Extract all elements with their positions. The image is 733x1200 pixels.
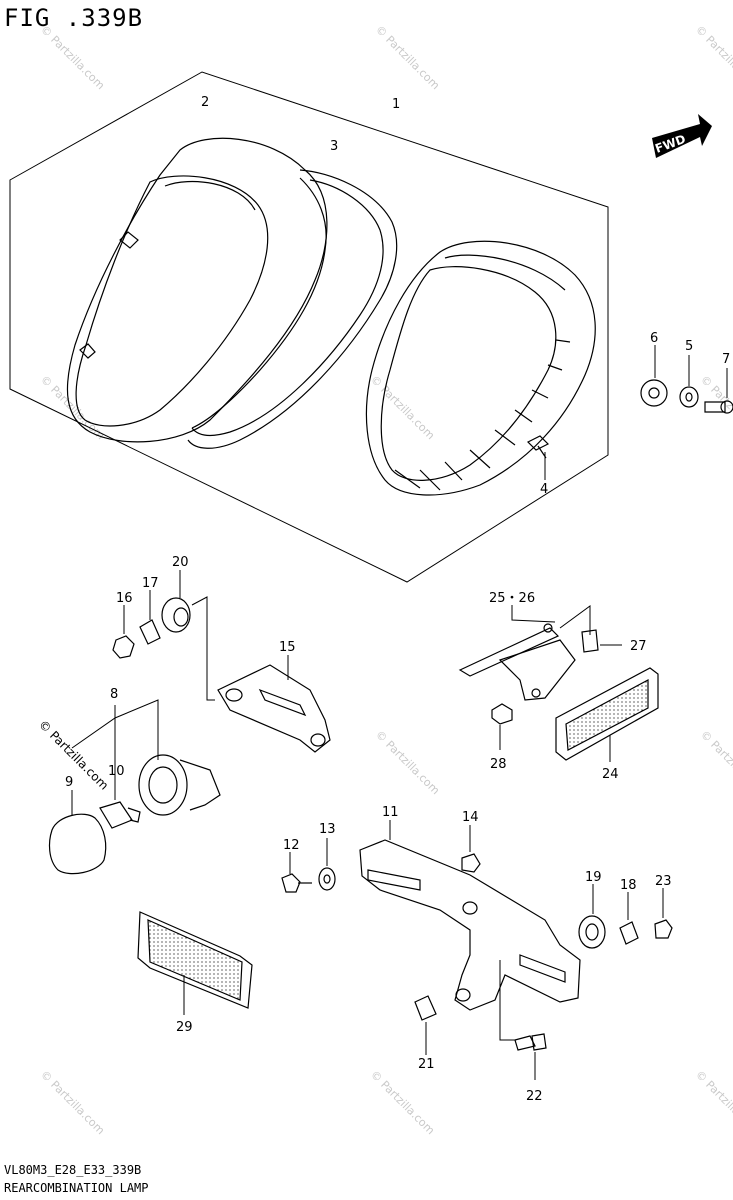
- callout-23: 23: [655, 874, 672, 889]
- license-bracket-part: [359, 820, 581, 1011]
- fwd-arrow-icon: FWD: [652, 114, 712, 158]
- nut-part: [461, 825, 481, 873]
- watermark-text: © Partzilla.com: [693, 1068, 733, 1137]
- callout-7: 7: [722, 352, 730, 367]
- bolt-part: [499, 960, 547, 1080]
- watermark-text: © Partzilla.com: [368, 373, 437, 442]
- screw-part: [704, 368, 733, 414]
- figure-title: FIG .339B: [4, 4, 144, 32]
- watermark-text: © Partzilla.com: [373, 23, 442, 92]
- callout-3: 3: [330, 139, 338, 154]
- callout-12: 12: [283, 838, 300, 853]
- bracket-part: [217, 655, 331, 753]
- callout-28: 28: [490, 757, 507, 772]
- callout-24: 24: [602, 767, 619, 782]
- callout-17: 17: [142, 576, 159, 591]
- callout-labels: 1 2 3 4 5 6 7 8 9 10 11 12 13 14 15 16 1…: [65, 95, 730, 1104]
- callout-15: 15: [279, 640, 296, 655]
- reflector-bracket-part: [458, 605, 591, 701]
- watermark-text: © Partzilla.com: [38, 1068, 107, 1137]
- callout-6: 6: [650, 331, 658, 346]
- callout-27: 27: [630, 639, 647, 654]
- callout-14: 14: [462, 810, 479, 825]
- callout-5: 5: [685, 339, 693, 354]
- cushion-part: [161, 570, 191, 633]
- callout-16: 16: [116, 591, 133, 606]
- screw-part: [526, 435, 550, 480]
- figure-code: VL80M3_E28_E33_339B: [4, 1163, 142, 1177]
- figure-caption: REARCOMBINATION LAMP: [4, 1181, 149, 1195]
- watermark-text: © Partzilla.com: [698, 728, 733, 797]
- watermark-text: © Partzilla.com: [368, 1068, 437, 1137]
- callout-25-26: 25・26: [489, 591, 535, 606]
- callout-20: 20: [172, 555, 189, 570]
- callout-11: 11: [382, 805, 399, 820]
- washer-part: [318, 838, 336, 891]
- watermarks: © Partzilla.com © Partzilla.com © Partzi…: [36, 23, 733, 1137]
- nut-part: [491, 703, 513, 750]
- cushion-part: [578, 884, 606, 949]
- callout-2: 2: [201, 95, 209, 110]
- washer-part: [679, 355, 699, 408]
- gasket-part: [187, 169, 398, 449]
- callout-13: 13: [319, 822, 336, 837]
- screw-part: [581, 629, 622, 653]
- callout-9: 9: [65, 775, 73, 790]
- grommet-part: [640, 345, 668, 407]
- callout-21: 21: [418, 1057, 435, 1072]
- nut-part: [654, 888, 673, 939]
- fwd-label: FWD: [653, 132, 687, 156]
- callout-29: 29: [176, 1020, 193, 1035]
- bolt-part: [281, 852, 312, 893]
- socket-part: [71, 699, 221, 816]
- bulb-part: [99, 801, 141, 829]
- reflector-part: [555, 667, 659, 762]
- lens-cap-part: [48, 790, 107, 875]
- assembly-box: [9, 71, 609, 583]
- callout-8: 8: [110, 687, 118, 702]
- reflector-part: [137, 911, 253, 1015]
- callout-19: 19: [585, 870, 602, 885]
- callout-18: 18: [620, 878, 637, 893]
- nut-part: [112, 605, 135, 659]
- callout-1: 1: [392, 97, 400, 112]
- collar-part: [619, 892, 639, 945]
- watermark-text: © Partzilla.com: [38, 23, 107, 92]
- watermark-text: © Partzilla.com: [693, 23, 733, 92]
- callout-10: 10: [108, 764, 125, 779]
- collar-part: [139, 590, 161, 645]
- watermark-text: © Partzilla.com: [373, 728, 442, 797]
- callout-22: 22: [526, 1089, 543, 1104]
- callout-4: 4: [540, 482, 548, 497]
- lamp-housing-part: [365, 240, 596, 496]
- watermark-text: © Partzilla.com: [698, 373, 733, 442]
- collar-part: [414, 995, 437, 1055]
